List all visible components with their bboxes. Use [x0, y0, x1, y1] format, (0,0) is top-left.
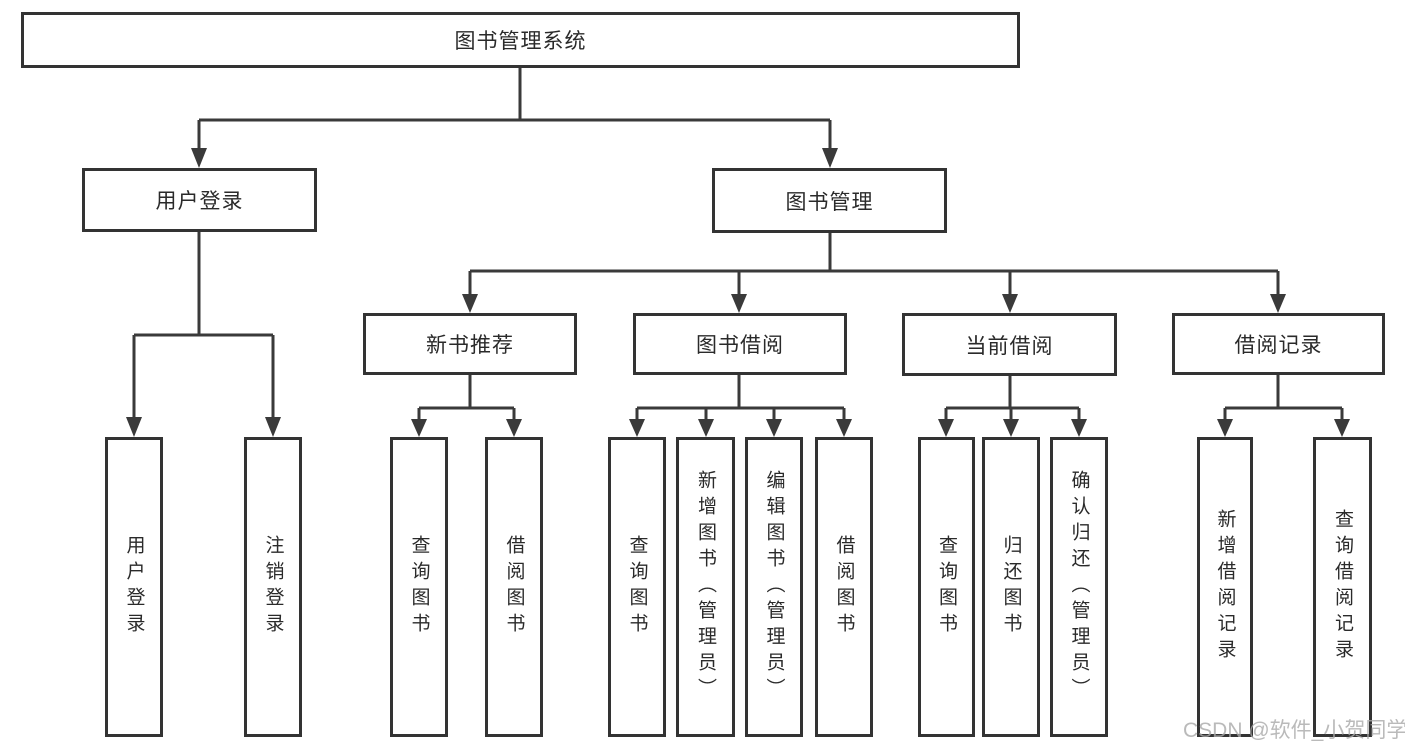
leaf-edit-books-admin: 编辑图书（管理员） — [745, 437, 803, 737]
leaf-confirm-return-admin: 确认归还（管理员） — [1050, 437, 1108, 737]
node-label: 借阅图书 — [833, 535, 855, 639]
node-label: 查询图书 — [626, 535, 648, 639]
node-label: 新增图书（管理员） — [695, 470, 716, 704]
node-label: 新增借阅记录 — [1214, 509, 1236, 665]
node-label: 用户登录 — [155, 190, 244, 213]
leaf-return-books: 归还图书 — [982, 437, 1040, 737]
leaf-borrow-books: 借阅图书 — [815, 437, 873, 737]
node-label: 图书管理系统 — [454, 30, 587, 53]
node-book-management: 图书管理 — [712, 168, 947, 233]
node-label: 用户登录 — [123, 535, 145, 639]
node-label: 查询图书 — [936, 535, 957, 639]
node-label: 借阅图书 — [503, 535, 525, 639]
node-label: 查询图书 — [408, 535, 430, 639]
node-label: 确认归还（管理员） — [1068, 470, 1090, 704]
node-library-management-system: 图书管理系统 — [21, 12, 1020, 68]
node-borrowing-records: 借阅记录 — [1172, 313, 1385, 375]
csdn-watermark: CSDN @软件_小贺同学 — [1183, 719, 1405, 742]
node-label: 查询借阅记录 — [1332, 509, 1353, 665]
node-book-borrowing: 图书借阅 — [633, 313, 847, 375]
node-label: 注销登录 — [262, 535, 284, 639]
leaf-user-login: 用户登录 — [105, 437, 163, 737]
leaf-query-books-borrow: 查询图书 — [608, 437, 666, 737]
node-current-borrowing: 当前借阅 — [902, 313, 1117, 376]
leaf-borrow-books-recommend: 借阅图书 — [485, 437, 543, 737]
node-label: 当前借阅 — [965, 334, 1054, 358]
node-label: 借阅记录 — [1234, 334, 1323, 357]
node-new-book-recommend: 新书推荐 — [363, 313, 577, 375]
node-label: 新书推荐 — [426, 334, 514, 357]
node-label: 归还图书 — [1000, 535, 1022, 639]
node-label: 图书管理 — [785, 190, 874, 214]
leaf-add-books-admin: 新增图书（管理员） — [676, 437, 735, 737]
leaf-logout: 注销登录 — [244, 437, 302, 737]
node-label: 图书借阅 — [696, 334, 784, 357]
leaf-query-books-current: 查询图书 — [918, 437, 975, 737]
node-label: 编辑图书（管理员） — [763, 470, 785, 704]
node-user-login: 用户登录 — [82, 168, 317, 232]
leaf-add-borrow-record: 新增借阅记录 — [1197, 437, 1253, 737]
leaf-query-borrow-record: 查询借阅记录 — [1313, 437, 1372, 737]
leaf-query-books-recommend: 查询图书 — [390, 437, 448, 737]
